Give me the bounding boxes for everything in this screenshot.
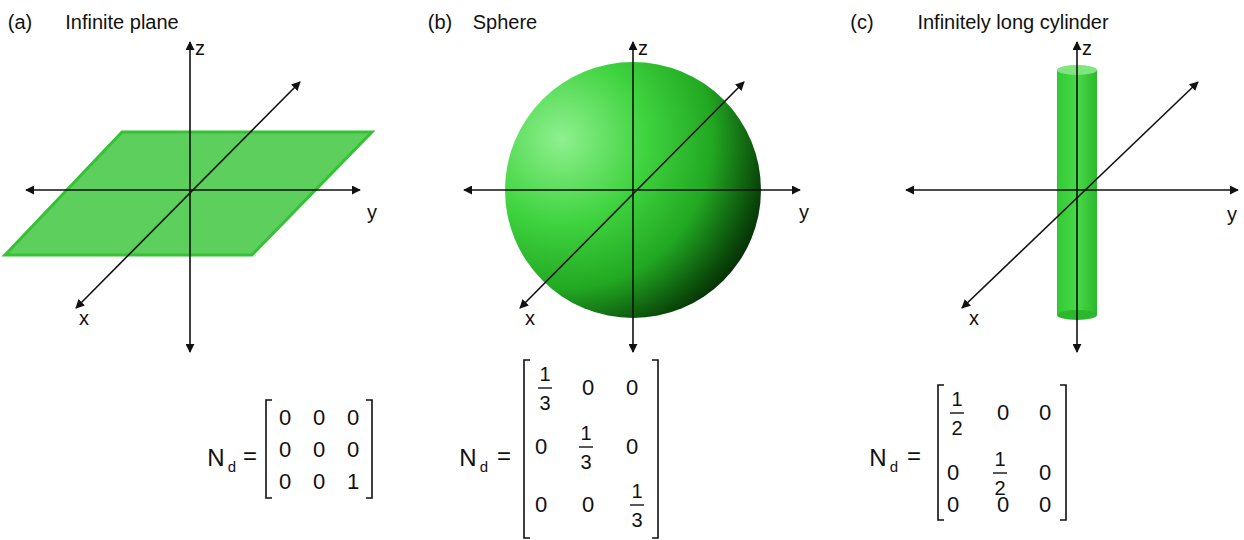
subscript: d	[480, 459, 488, 474]
matrix-entry: 3	[631, 510, 642, 530]
axis-label: y	[367, 202, 377, 222]
panel-title: Sphere	[473, 12, 538, 32]
matrix-entry: 0	[535, 436, 547, 458]
matrix-entry: 1	[951, 389, 962, 409]
axis-label: y	[799, 202, 809, 222]
axes	[26, 42, 360, 352]
matrix-entry: 0	[1039, 462, 1051, 484]
matrix-bracket	[266, 360, 1066, 538]
matrix-entry: 0	[313, 471, 325, 493]
matrix-entry: 1	[347, 471, 359, 493]
matrix-entry: 0	[279, 407, 291, 429]
axis-label: y	[1227, 204, 1237, 224]
subscript: d	[228, 459, 236, 474]
matrix-entry: 0	[947, 462, 959, 484]
operator: =	[907, 444, 921, 468]
matrix-entry: 1	[580, 423, 591, 443]
symbol: N	[459, 446, 476, 470]
operator: =	[243, 444, 257, 468]
matrix-entry: 0	[279, 439, 291, 461]
matrix-entry: 0	[313, 407, 325, 429]
axis-label: z	[1082, 38, 1092, 58]
matrix-entry: 1	[994, 449, 1005, 469]
axes	[906, 42, 1238, 352]
matrix-entry: 0	[997, 402, 1009, 424]
matrix-entry: 0	[1039, 402, 1051, 424]
matrix-entry: 3	[539, 393, 550, 413]
matrix-entry: 3	[580, 452, 591, 472]
panel-letter: (c)	[850, 12, 873, 32]
panel-title: Infinitely long cylinder	[917, 12, 1108, 32]
panel-letter: (a)	[8, 12, 32, 32]
panel-letter: (b)	[428, 12, 452, 32]
matrix-entry: 2	[951, 418, 962, 438]
axis-label: z	[638, 38, 648, 58]
matrix-entry: 1	[631, 481, 642, 501]
axis-label: x	[969, 308, 979, 328]
matrix-entry: 0	[582, 494, 594, 516]
symbol: N	[869, 446, 886, 470]
matrix-entry: 1	[539, 364, 550, 384]
matrix-entry: 0	[947, 494, 959, 516]
axis-label: x	[79, 308, 89, 328]
panel-title: Infinite plane	[65, 12, 178, 32]
fraction-bar	[538, 388, 1007, 505]
subscript: d	[890, 459, 898, 474]
matrix-entry: 0	[997, 494, 1009, 516]
matrix-entry: 0	[582, 377, 594, 399]
matrix-entry: 0	[626, 436, 638, 458]
matrix-entry: 0	[279, 471, 291, 493]
matrix-entry: 0	[347, 439, 359, 461]
matrix-entry: 0	[347, 407, 359, 429]
axis-label: z	[195, 38, 205, 58]
matrix-entry: 0	[1039, 494, 1051, 516]
matrix-entry: 0	[626, 377, 638, 399]
axis-label: x	[525, 308, 535, 328]
axes	[464, 42, 800, 352]
matrix-entry: 0	[313, 439, 325, 461]
matrix-entry: 0	[535, 494, 547, 516]
operator: =	[497, 444, 511, 468]
symbol: N	[207, 446, 224, 470]
